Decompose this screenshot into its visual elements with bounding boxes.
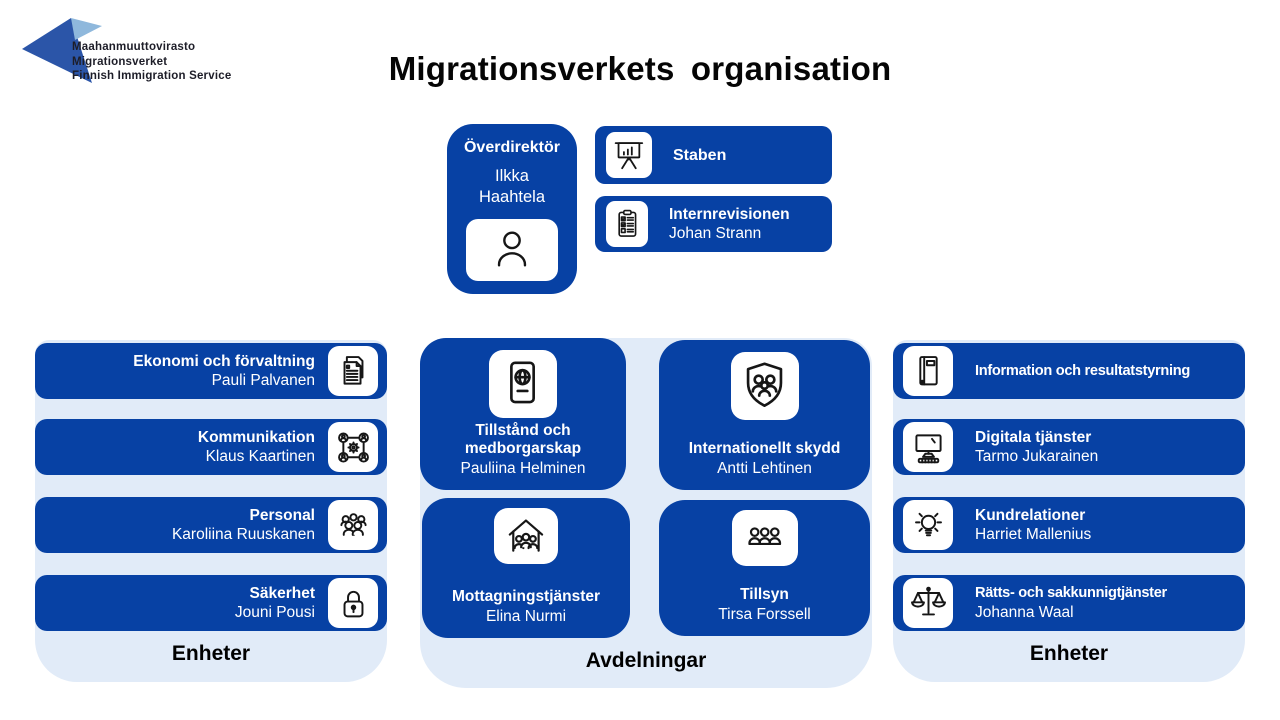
box-person-name: Elina Nurmi: [485, 608, 567, 625]
box-title: Kundrelationer: [975, 507, 1086, 524]
passport-icon: [489, 350, 557, 418]
box-personal: Personal Karoliina Ruuskanen: [35, 497, 387, 553]
director-name: Ilkka Haahtela: [478, 167, 546, 206]
box-title: Mottagningstjänster: [451, 588, 601, 605]
box-person-name: Pauli Palvanen: [211, 372, 315, 389]
network-people-icon: [328, 422, 378, 472]
box-ratts-och-sakkunnigtjanster: Rätts- och sakkunnigtjänster Johanna Waa…: [893, 575, 1245, 631]
avdelningar-group: Tillstånd och medborgarskap Pauliina Hel…: [420, 338, 872, 688]
migri-logo-mark: [22, 18, 102, 83]
shield-family-icon: [730, 352, 799, 420]
page-title: Migrationsverkets organisation: [388, 50, 892, 87]
logo-line: Finnish Immigration Service: [72, 70, 232, 82]
director-role: Överdirektör: [463, 139, 561, 156]
box-title: Digitala tjänster: [975, 429, 1092, 446]
box-title: Internrevisionen: [669, 206, 790, 223]
box-title: Tillsyn: [740, 586, 789, 603]
box-person-name: Karoliina Ruuskanen: [171, 526, 315, 543]
book-icon: [903, 346, 953, 396]
scales-icon: [903, 578, 953, 628]
group-label: Avdelningar: [585, 649, 707, 672]
box-person-name: Tarmo Jukarainen: [975, 448, 1099, 465]
box-title: Kommunikation: [197, 429, 315, 446]
box-sakerhet: Säkerhet Jouni Pousi: [35, 575, 387, 631]
person-icon: [466, 219, 558, 281]
presentation-icon: [606, 132, 652, 178]
box-person-name: Harriet Mallenius: [975, 526, 1092, 543]
box-staben: Staben: [595, 126, 832, 184]
box-person-name: Johanna Waal: [975, 604, 1074, 621]
box-title: Rätts- och sakkunnigtjänster: [975, 585, 1167, 601]
group-label: Enheter: [171, 642, 251, 665]
box-title: Staben: [673, 146, 727, 164]
logo-text: Maahanmuuttovirasto Migrationsverket Fin…: [72, 40, 231, 84]
three-people-icon: [731, 510, 798, 566]
enheter-left-group: Ekonomi och förvaltning Pauli Palvanen K…: [35, 340, 387, 682]
box-mottagningstjanster: Mottagningstjänster Elina Nurmi: [422, 498, 630, 638]
logo-line: Maahanmuuttovirasto: [72, 41, 196, 53]
box-title: Personal: [249, 507, 315, 524]
padlock-icon: [328, 578, 378, 628]
group-label: Enheter: [1029, 642, 1109, 665]
enheter-right-group: Information och resultatstyrning Digital…: [893, 340, 1245, 682]
documents-icon: [328, 346, 378, 396]
box-overdirektor: Överdirektör Ilkka Haahtela: [447, 124, 577, 294]
box-internrevisionen: Internrevisionen Johan Strann: [595, 196, 832, 252]
box-kommunikation: Kommunikation Klaus Kaartinen: [35, 419, 387, 475]
clipboard-checklist-icon: [606, 201, 648, 247]
box-tillsyn: Tillsyn Tirsa Forssell: [659, 500, 870, 636]
box-title: Säkerhet: [249, 585, 315, 602]
box-title: Internationellt skydd: [688, 440, 841, 457]
box-person-name: Tirsa Forssell: [718, 606, 811, 623]
box-person-name: Johan Strann: [669, 225, 762, 242]
logo-line: Migrationsverket: [72, 55, 168, 68]
box-information-och-resultatstyrning: Information och resultatstyrning: [893, 343, 1245, 399]
computer-icon: [903, 422, 953, 472]
box-person-name: Jouni Pousi: [234, 604, 315, 621]
box-ekonomi-och-forvaltning: Ekonomi och förvaltning Pauli Palvanen: [35, 343, 387, 399]
box-tillstand-och-medborgarskap: Tillstånd och medborgarskap Pauliina Hel…: [420, 338, 626, 490]
box-title: Information och resultatstyrning: [975, 362, 1191, 379]
box-person-name: Klaus Kaartinen: [205, 448, 315, 465]
box-person-name: Antti Lehtinen: [717, 460, 812, 477]
box-kundrelationer: Kundrelationer Harriet Mallenius: [893, 497, 1245, 553]
box-digitala-tjanster: Digitala tjänster Tarmo Jukarainen: [893, 419, 1245, 475]
box-title: Tillstånd och medborgarskap: [464, 422, 582, 457]
box-person-name: Pauliina Helminen: [460, 460, 586, 477]
lightbulb-icon: [903, 500, 953, 550]
box-internationellt-skydd: Internationellt skydd Antti Lehtinen: [659, 340, 870, 490]
house-people-icon: [494, 508, 558, 564]
people-group-icon: [328, 500, 378, 550]
box-title: Ekonomi och förvaltning: [133, 353, 315, 370]
